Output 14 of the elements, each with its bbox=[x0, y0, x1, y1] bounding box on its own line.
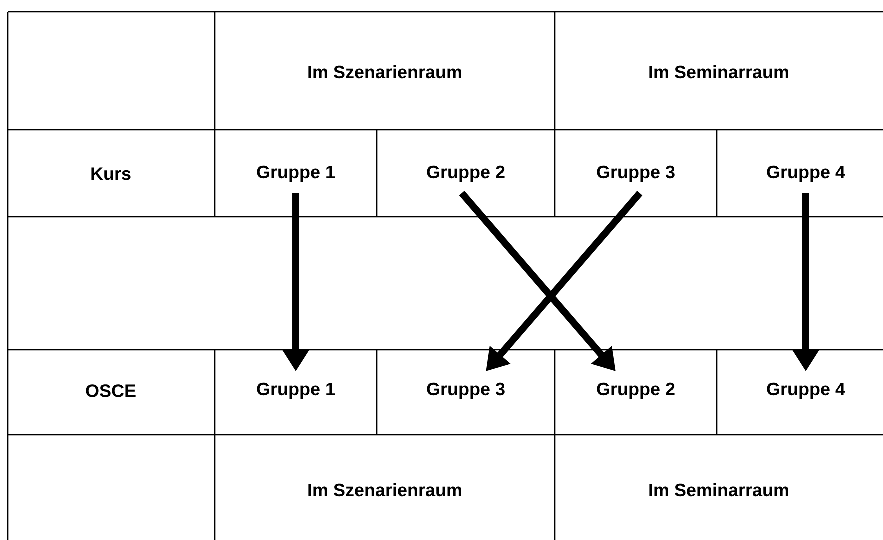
table-cell-text: Im Seminarraum bbox=[650, 65, 788, 79]
table-cell-text: Gruppe 1 bbox=[257, 166, 336, 182]
table-cell-text: OSCE bbox=[86, 384, 136, 398]
table-cell-text: Kurs bbox=[92, 168, 131, 180]
table-cell-text: Im Szenarienraum bbox=[308, 65, 462, 79]
table-cell-text: Gruppe 4 bbox=[767, 382, 846, 400]
table-cell-text: Im Szenarienraum bbox=[308, 483, 462, 497]
table-cell-text: Gruppe 3 bbox=[427, 382, 505, 400]
table-cell-text: Im Seminarraum bbox=[650, 483, 788, 497]
table-cell-text: Gruppe 1 bbox=[257, 382, 336, 400]
table-cell-text: Gruppe 3 bbox=[597, 166, 675, 182]
table-cell-text: Gruppe 4 bbox=[767, 166, 846, 182]
table-cell-text: Gruppe 2 bbox=[427, 166, 505, 182]
table-cell-text: Gruppe 2 bbox=[597, 382, 675, 400]
